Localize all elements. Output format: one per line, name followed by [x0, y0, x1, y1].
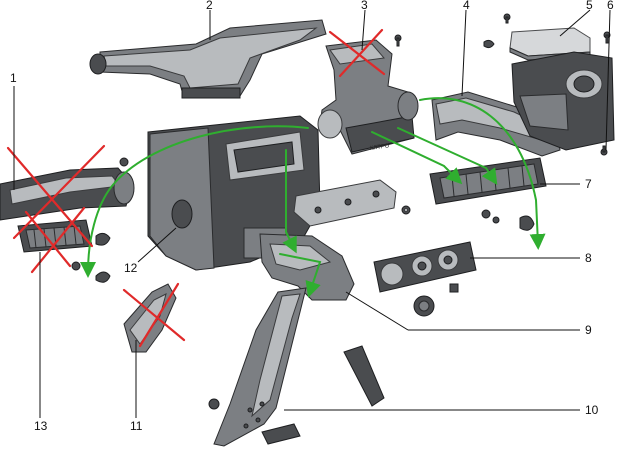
callout-13: 13: [34, 419, 48, 433]
airflow-arrows: [80, 97, 546, 298]
callout-11: 11: [130, 419, 143, 433]
fan-housing-part-6: [511, 51, 615, 151]
control-panel-part-8: [373, 241, 477, 317]
small-duct-part-11: [123, 283, 177, 353]
cross-out-part-11: [122, 282, 186, 348]
cross-out-part-13: [24, 206, 86, 274]
windshield-duct-part-2: [89, 19, 327, 99]
left-air-duct-part-1: [0, 167, 135, 221]
callout-numbers: 1 2 3 4 5 6 7 8 9 10 11 12 13: [10, 0, 614, 433]
floor-duct-upper-part-9: [259, 233, 355, 301]
control-bracket: [293, 179, 397, 227]
callout-8: 8: [585, 251, 592, 265]
callout-5: 5: [586, 0, 593, 12]
callout-3: 3: [361, 0, 368, 12]
callout-1: 1: [10, 71, 17, 85]
callout-4: 4: [463, 0, 470, 12]
callout-12: 12: [124, 261, 138, 275]
stamp-label: КЛТРО: [369, 143, 390, 152]
leader-lines: [13, 9, 611, 418]
cross-out-part-1: [6, 144, 106, 248]
air-intake-housing-part-3: [317, 39, 419, 155]
cross-out-marks: [6, 28, 386, 348]
fasteners: [71, 13, 611, 410]
callout-7: 7: [585, 177, 592, 191]
callout-2: 2: [206, 0, 213, 12]
rear-floor-duct-part-10: [213, 287, 385, 447]
callout-9: 9: [585, 323, 592, 337]
cross-out-part-3: [328, 28, 386, 78]
callout-10: 10: [585, 403, 599, 417]
callout-6: 6: [607, 0, 614, 12]
